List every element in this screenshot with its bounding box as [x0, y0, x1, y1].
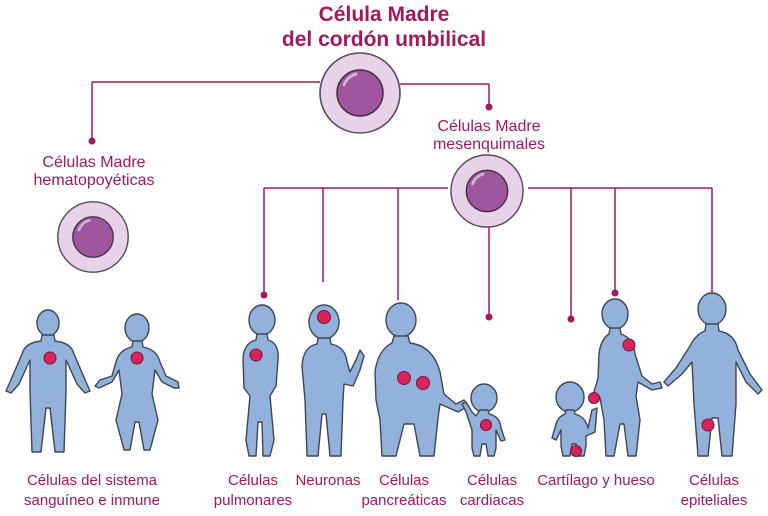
figure-man-pancreatic-icon — [374, 302, 469, 457]
bone-marker — [622, 338, 636, 352]
pancreas-marker — [416, 376, 430, 390]
figure-woman-cartilage-icon — [593, 298, 663, 457]
label-cartilage-bone: Cartílago y hueso — [537, 472, 655, 489]
human-figures — [5, 292, 763, 457]
umbilical-stem-cell-icon — [318, 51, 402, 135]
connector-lines — [91, 81, 713, 317]
figure-man-blood-icon — [5, 309, 91, 453]
figure-woman-pulmonary-icon — [242, 304, 279, 457]
title-line-2: del cordón umbilical — [281, 28, 487, 52]
figure-man-epithelial-icon — [663, 292, 763, 457]
skin-marker — [701, 418, 715, 432]
label-pulmonary: Células pulmonares — [213, 472, 293, 509]
heart-marker — [130, 351, 144, 365]
heart-marker — [43, 351, 57, 365]
label-pancreatic: Células pancreáticas — [361, 472, 447, 509]
label-cardiac: Células cardiacas — [459, 472, 525, 509]
pancreas-marker — [397, 371, 411, 385]
figure-child-cartilage-icon — [551, 381, 598, 457]
brain-marker — [317, 310, 331, 324]
connector-dots — [88, 103, 619, 323]
figure-man-neurons-icon — [301, 304, 365, 457]
label-neurons: Neuronas — [295, 472, 361, 489]
hematopoietic-stem-cell-icon — [56, 200, 130, 274]
bone-marker — [570, 445, 582, 457]
title-line-1: Célula Madre — [318, 3, 450, 26]
page-title: Célula Madre del cordón umbilical — [234, 2, 534, 52]
bone-marker — [588, 392, 600, 404]
heart-marker — [480, 419, 492, 431]
label-blood-immune: Células del sistema sanguíneo e inmune — [24, 472, 160, 509]
mesenchymal-stem-cell-icon — [449, 153, 525, 229]
figure-woman-blood-icon — [94, 313, 180, 451]
organ-markers — [43, 310, 715, 457]
hematopoietic-label: Células Madre hematopoyéticas — [33, 154, 155, 189]
lung-marker — [249, 348, 263, 362]
label-epithelial: Células epiteliales — [680, 472, 748, 509]
mesenchymal-label: Células Madre mesenquimales — [432, 118, 546, 153]
